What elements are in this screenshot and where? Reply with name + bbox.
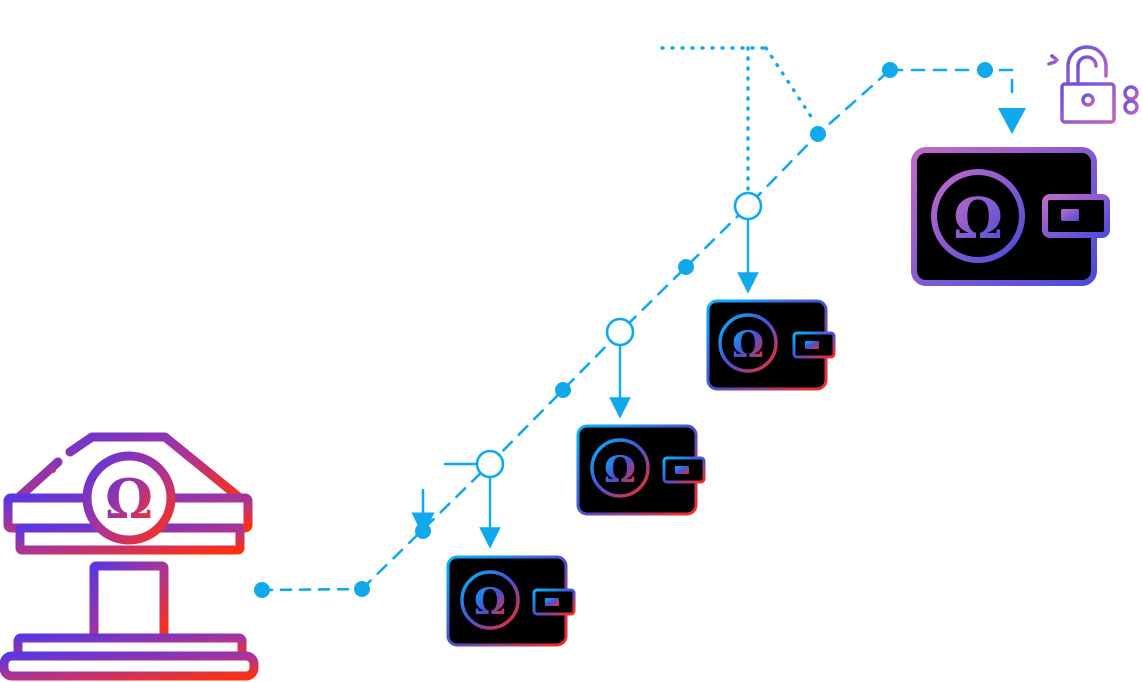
wallet-1-omega-ring xyxy=(460,570,520,630)
bank-omega-icon xyxy=(0,432,259,681)
flow-dot xyxy=(678,259,694,275)
drop-arrows xyxy=(479,220,759,549)
junction-node xyxy=(475,449,505,479)
wallet-3-omega-ring xyxy=(718,313,778,373)
flow-line-diagonal xyxy=(360,68,892,591)
arrow-to-final-wallet xyxy=(998,108,1026,134)
flow-dot xyxy=(882,62,898,78)
junction-node xyxy=(605,317,635,347)
junction-nodes xyxy=(475,191,763,479)
wallet-final: Ω xyxy=(911,147,1110,286)
flow-lines xyxy=(260,46,1014,592)
flow-dot xyxy=(254,582,270,598)
flow-dot xyxy=(555,382,571,398)
wallet-3-omega-symbol: Ω xyxy=(732,324,764,366)
wallet-final-omega-ring xyxy=(931,169,1025,263)
flow-dot xyxy=(810,126,826,142)
flow-dot xyxy=(354,581,370,597)
wallet-1-omega-symbol: Ω xyxy=(474,581,506,623)
wallet-3: Ω xyxy=(706,299,836,391)
flow-line-top xyxy=(888,68,1014,94)
wallet-final-omega-symbol: Ω xyxy=(953,186,1003,252)
dotted-line-diagonal xyxy=(764,46,814,120)
flow-dots xyxy=(254,62,993,598)
flow-dot xyxy=(415,523,431,539)
wallet-1: Ω xyxy=(446,555,576,647)
flow-dot xyxy=(977,62,993,78)
bank-omega-symbol: Ω xyxy=(105,467,153,531)
unlocked-padlock-with-key-icon xyxy=(1045,45,1139,124)
wallet-2-omega-ring xyxy=(590,438,650,498)
wallet-2-omega-symbol: Ω xyxy=(604,449,636,491)
flow-line-start xyxy=(260,587,364,592)
junction-node xyxy=(733,191,763,221)
wallet-2: Ω xyxy=(576,424,706,516)
